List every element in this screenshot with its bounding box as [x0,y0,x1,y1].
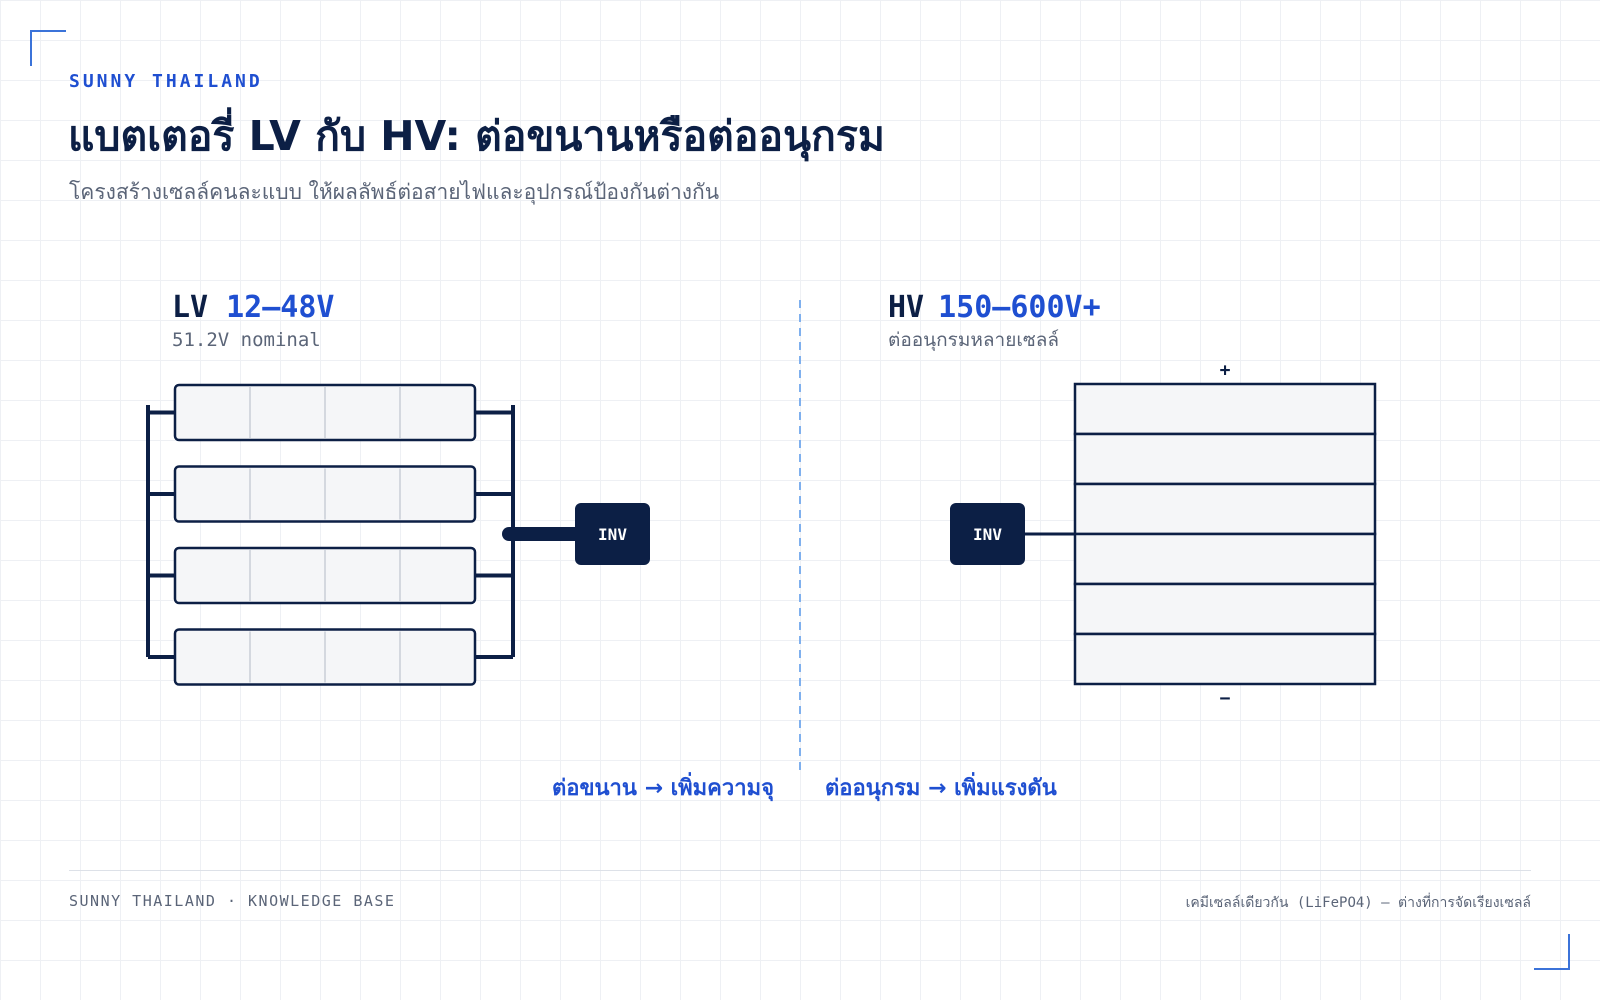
lv-range: 12–48V [226,290,334,325]
hv-battery-cell [1073,532,1377,586]
hv-battery-cell [1073,482,1377,536]
page-title: แบตเตอรี่ LV กับ HV: ต่อขนานหรือต่ออนุกร… [68,112,885,160]
hv-label: HV [888,290,924,325]
brand-label: SUNNY THAILAND [69,71,263,92]
hv-battery-cell [1073,382,1377,436]
page-subtitle: โครงสร้างเซลล์คนละแบบ ให้ผลลัพธ์ต่อสายไฟ… [69,180,720,204]
lv-inverter-box [575,503,650,565]
lv-heading: LV 12–48V [172,290,335,325]
corner-accent-bottom-right [1534,934,1570,970]
hv-module-stack [1073,382,1377,686]
lv-inverter-label: INV [598,525,627,544]
hv-negative-terminal: − [1220,688,1231,709]
corner-accent-top-left [30,30,66,66]
hv-battery-cell [1073,582,1377,636]
hv-inverter-label: INV [973,525,1002,544]
hv-battery-cell [1073,432,1377,486]
hv-positive-terminal: + [1220,360,1231,381]
hv-heading: HV 150–600V+ [888,290,1101,325]
footer-left-text: SUNNY THAILAND · KNOWLEDGE BASE [69,892,396,910]
hv-battery-cell [1073,632,1377,686]
hv-inverter-box [950,503,1025,565]
lv-caption: ต่อขนาน → เพิ่มความจุ [552,771,774,802]
lv-label: LV [172,290,208,325]
footer-divider [69,870,1531,871]
hv-range: 150–600V+ [938,290,1101,325]
hv-subtitle: ต่ออนุกรมหลายเซลล์ [888,329,1059,352]
hv-caption: ต่ออนุกรม → เพิ่มแรงดัน [825,771,1057,802]
lv-subtitle: 51.2V nominal [172,329,321,351]
footer-right-text: เคมีเซลล์เดียวกัน (LiFePO4) — ต่างที่การ… [1185,895,1531,911]
lv-module-stack [148,383,513,686]
